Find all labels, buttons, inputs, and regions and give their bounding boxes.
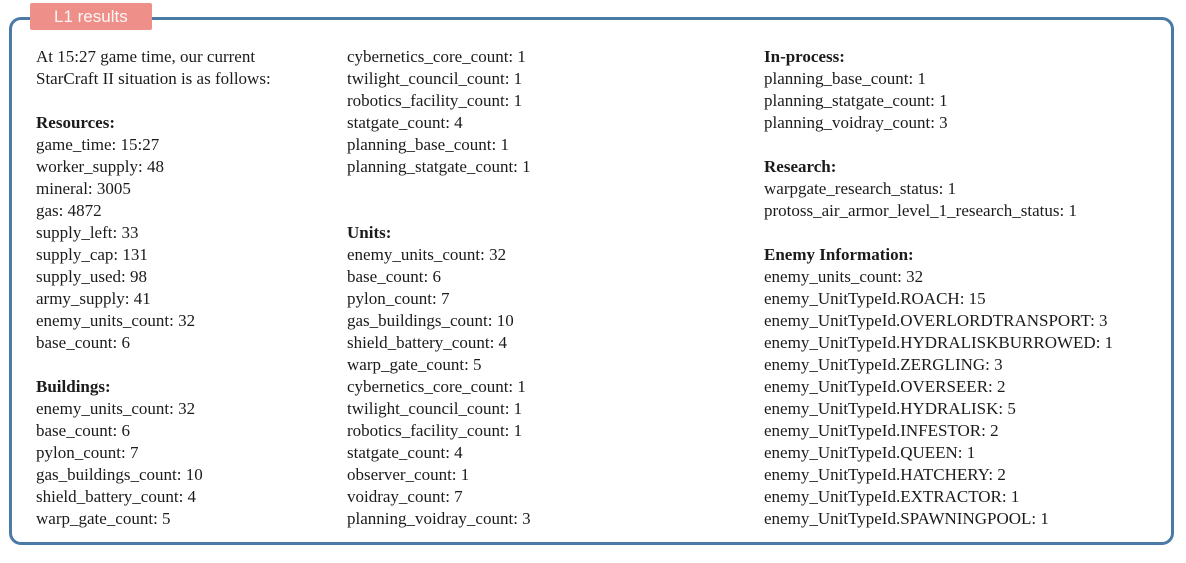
blank-line bbox=[764, 134, 1113, 156]
text-line: enemy_UnitTypeId.HATCHERY: 2 bbox=[764, 465, 1006, 484]
text-line: shield_battery_count: 4 bbox=[347, 333, 508, 352]
text-line: enemy_UnitTypeId.HYDRALISKBURROWED: 1 bbox=[764, 333, 1114, 352]
text-line: enemy_UnitTypeId.ROACH: 15 bbox=[764, 289, 986, 308]
text-line: statgate_count: 4 bbox=[347, 443, 463, 462]
text-line: StarCraft II situation is as follows: bbox=[36, 69, 271, 88]
text-line: planning_voidray_count: 3 bbox=[347, 509, 531, 528]
text-line: base_count: 6 bbox=[347, 267, 441, 286]
text-line: game_time: 15:27 bbox=[36, 135, 160, 154]
text-line: base_count: 6 bbox=[36, 421, 130, 440]
text-line: supply_cap: 131 bbox=[36, 245, 148, 264]
text-line: twilight_council_count: 1 bbox=[347, 399, 523, 418]
blank-line bbox=[764, 222, 1113, 244]
text-line: worker_supply: 48 bbox=[36, 157, 164, 176]
text-line: enemy_UnitTypeId.EXTRACTOR: 1 bbox=[764, 487, 1020, 506]
text-line: pylon_count: 7 bbox=[347, 289, 450, 308]
text-line: shield_battery_count: 4 bbox=[36, 487, 197, 506]
text-line: planning_statgate_count: 1 bbox=[347, 157, 531, 176]
text-line: enemy_UnitTypeId.ZERGLING: 3 bbox=[764, 355, 1003, 374]
text-line: cybernetics_core_count: 1 bbox=[347, 47, 526, 66]
text-line: enemy_UnitTypeId.INFESTOR: 2 bbox=[764, 421, 999, 440]
section-heading: Research: bbox=[764, 157, 837, 176]
blank-line bbox=[347, 178, 531, 200]
text-line: base_count: 6 bbox=[36, 333, 130, 352]
text-line: supply_used: 98 bbox=[36, 267, 147, 286]
text-line: protoss_air_armor_level_1_research_statu… bbox=[764, 201, 1077, 220]
text-line: twilight_council_count: 1 bbox=[347, 69, 523, 88]
results-column-right: In-process: planning_base_count: 1 plannin… bbox=[764, 46, 1113, 530]
text-line: enemy_units_count: 32 bbox=[36, 399, 196, 418]
text-line: planning_base_count: 1 bbox=[347, 135, 509, 154]
text-line: enemy_units_count: 32 bbox=[36, 311, 196, 330]
text-line: enemy_UnitTypeId.QUEEN: 1 bbox=[764, 443, 976, 462]
text-line: army_supply: 41 bbox=[36, 289, 151, 308]
text-line: gas_buildings_count: 10 bbox=[36, 465, 203, 484]
section-heading: In-process: bbox=[764, 47, 845, 66]
results-column-middle: cybernetics_core_count: 1 twilight_counci… bbox=[347, 46, 531, 530]
section-heading: Resources: bbox=[36, 113, 115, 132]
text-line: mineral: 3005 bbox=[36, 179, 131, 198]
text-line: robotics_facility_count: 1 bbox=[347, 421, 523, 440]
text-line: planning_voidray_count: 3 bbox=[764, 113, 948, 132]
figure-label-tag: L1 results bbox=[30, 3, 152, 30]
text-line: statgate_count: 4 bbox=[347, 113, 463, 132]
text-line: pylon_count: 7 bbox=[36, 443, 139, 462]
section-heading: Enemy Information: bbox=[764, 245, 914, 264]
blank-line bbox=[347, 200, 531, 222]
text-line: enemy_UnitTypeId.OVERLORDTRANSPORT: 3 bbox=[764, 311, 1108, 330]
blank-line bbox=[36, 90, 271, 112]
text-line: observer_count: 1 bbox=[347, 465, 470, 484]
text-line: warp_gate_count: 5 bbox=[36, 509, 171, 528]
text-line: enemy_UnitTypeId.HYDRALISK: 5 bbox=[764, 399, 1016, 418]
text-line: At 15:27 game time, our current bbox=[36, 47, 256, 66]
text-line: planning_statgate_count: 1 bbox=[764, 91, 948, 110]
blank-line bbox=[36, 354, 271, 376]
section-heading: Units: bbox=[347, 223, 392, 242]
text-line: enemy_UnitTypeId.SPAWNINGPOOL: 1 bbox=[764, 509, 1049, 528]
text-line: planning_base_count: 1 bbox=[764, 69, 926, 88]
text-line: enemy_UnitTypeId.OVERSEER: 2 bbox=[764, 377, 1006, 396]
section-heading: Buildings: bbox=[36, 377, 111, 396]
text-line: warp_gate_count: 5 bbox=[347, 355, 482, 374]
text-line: supply_left: 33 bbox=[36, 223, 139, 242]
text-line: enemy_units_count: 32 bbox=[764, 267, 924, 286]
text-line: warpgate_research_status: 1 bbox=[764, 179, 957, 198]
text-line: gas_buildings_count: 10 bbox=[347, 311, 514, 330]
text-line: voidray_count: 7 bbox=[347, 487, 463, 506]
text-line: enemy_units_count: 32 bbox=[347, 245, 507, 264]
text-line: robotics_facility_count: 1 bbox=[347, 91, 523, 110]
text-line: cybernetics_core_count: 1 bbox=[347, 377, 526, 396]
text-line: gas: 4872 bbox=[36, 201, 102, 220]
